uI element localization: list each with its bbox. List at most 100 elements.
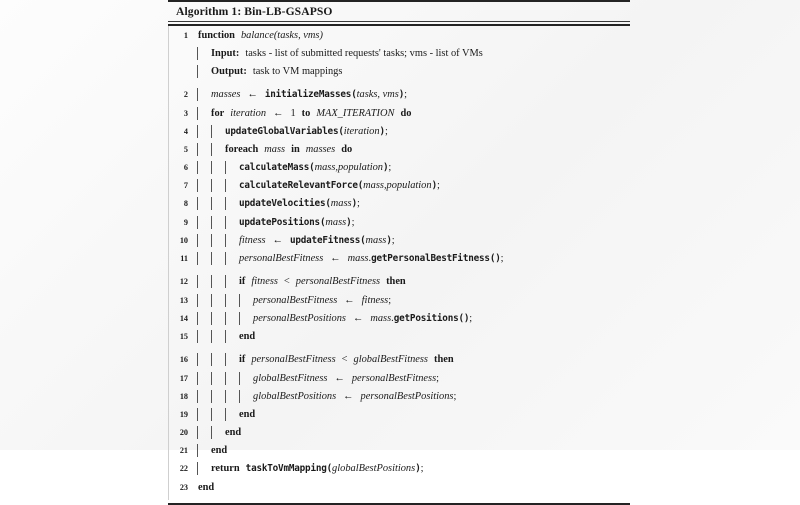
var-personalBestFitness: personalBestFitness xyxy=(351,372,437,384)
paren-close: ) xyxy=(383,162,389,174)
var-fitness: fitness xyxy=(361,294,389,306)
indent-guide xyxy=(197,407,198,421)
keyword-foreach: foreach xyxy=(225,143,259,155)
input-text: tasks - list of submitted requests' task… xyxy=(245,47,483,59)
algorithm-line: 3 for iteration ← 1 to MAX_ITERATION do xyxy=(168,106,630,126)
indent-guide xyxy=(225,311,226,325)
indent-guide xyxy=(239,293,240,307)
indent-guide xyxy=(197,371,198,385)
paren-open: ( xyxy=(360,234,366,246)
keyword-return: return xyxy=(211,463,240,475)
algorithm-line: 6 calculateMass(mass,population); xyxy=(168,161,630,180)
line-code: foreach mass in masses do xyxy=(194,142,630,156)
args-mass-population: mass,population xyxy=(363,180,432,192)
paren-close: ) xyxy=(398,89,405,101)
literal-one: 1 xyxy=(290,107,296,119)
indent-guide xyxy=(225,329,226,343)
semicolon: ; xyxy=(388,162,392,174)
line-number: 2 xyxy=(183,90,188,100)
keyword-do: do xyxy=(341,143,353,155)
semicolon: ; xyxy=(453,390,457,402)
keyword-end: end xyxy=(239,330,256,342)
line-code: personalBestFitness ← fitness; xyxy=(194,293,630,307)
var-personalBestFitness: personalBestFitness xyxy=(251,354,336,366)
indent-guide xyxy=(197,252,198,266)
indent-guide xyxy=(197,215,198,229)
algorithm-line: 8 updateVelocities(mass); xyxy=(168,197,630,216)
arg-mass: mass xyxy=(325,216,347,228)
indent-guide xyxy=(211,142,212,156)
algorithm-line: 7 calculateRelevantForce(mass,population… xyxy=(168,179,630,198)
semicolon: ; xyxy=(420,463,424,475)
arg-mass: mass xyxy=(365,234,387,246)
var-personalBestFitness: personalBestFitness xyxy=(295,276,381,288)
line-code: function balance(tasks, vms) xyxy=(194,30,630,41)
call-getPositions: getPositions() xyxy=(393,312,470,324)
assign-arrow: ← xyxy=(343,390,354,402)
indent-guide xyxy=(225,252,226,266)
line-number: 19 xyxy=(179,409,188,419)
semicolon: ; xyxy=(384,125,388,137)
line-code: calculateRelevantForce(mass,population); xyxy=(194,179,630,193)
line-number: 17 xyxy=(179,373,188,383)
line-code: end xyxy=(194,407,630,421)
top-rule xyxy=(168,0,630,2)
line-number: 18 xyxy=(179,391,188,401)
keyword-then: then xyxy=(433,354,454,366)
algorithm-line: 19 end xyxy=(168,407,630,427)
line-number: 23 xyxy=(179,482,188,492)
algorithm-line: 16 if personalBestFitness < globalBestFi… xyxy=(168,353,630,372)
indent-guide xyxy=(225,233,226,247)
var-masses: masses xyxy=(211,89,241,101)
indent-guide xyxy=(211,371,212,385)
indent-guide xyxy=(225,389,226,403)
line-number: 8 xyxy=(183,199,188,209)
indent-guide xyxy=(197,275,198,289)
line-number: 4 xyxy=(183,126,188,136)
indent-guide xyxy=(225,353,226,367)
keyword-then: then xyxy=(386,276,406,288)
line-code: masses ← initializeMasses(tasks, vms); xyxy=(194,88,630,102)
line-number: 13 xyxy=(179,295,188,305)
indent-guide xyxy=(197,444,198,458)
call-calculateRelevantForce: calculateRelevantForce xyxy=(239,180,358,192)
indent-guide xyxy=(197,124,198,138)
call-updateGlobalVariables: updateGlobalVariables xyxy=(225,125,339,137)
indent-guide xyxy=(225,179,226,193)
call-taskToVmMapping: taskToVmMapping xyxy=(245,463,327,475)
semicolon: ; xyxy=(436,372,440,384)
var-globalBestFitness: globalBestFitness xyxy=(353,354,428,366)
algorithm-line: 9 updatePositions(mass); xyxy=(168,215,630,235)
var-iteration: iteration xyxy=(230,107,267,119)
line-code: if personalBestFitness < globalBestFitne… xyxy=(194,353,630,367)
call-initializeMasses: initializeMasses xyxy=(264,89,352,101)
operator-lt: < xyxy=(283,276,290,288)
receiver-mass: mass xyxy=(347,253,369,265)
call-getPersonalBestFitness: getPersonalBestFitness() xyxy=(371,253,501,265)
paren-close: ) xyxy=(346,216,352,228)
line-code: end xyxy=(194,444,630,458)
paren-close: ) xyxy=(431,180,438,192)
keyword-for: for xyxy=(211,107,225,119)
var-personalBestFitness: personalBestFitness xyxy=(239,253,324,265)
semicolon: ; xyxy=(356,198,360,210)
line-code: globalBestFitness ← personalBestFitness; xyxy=(194,371,630,385)
algorithm-line: 17 globalBestFitness ← personalBestFitne… xyxy=(168,371,630,391)
indent-guide xyxy=(211,353,212,367)
algorithm-line: 20 end xyxy=(168,426,630,445)
line-number: 15 xyxy=(179,331,188,341)
algorithm-line: 14 personalBestPositions ← mass.getPosit… xyxy=(168,311,630,331)
indent-guide xyxy=(197,389,198,403)
algorithm-line: 22 return taskToVmMapping(globalBestPosi… xyxy=(168,462,630,481)
line-number: 16 xyxy=(179,355,188,365)
assign-arrow: ← xyxy=(352,312,364,324)
algorithm-line: 21 end xyxy=(168,444,630,463)
keyword-to: to xyxy=(301,107,311,119)
line-number: 6 xyxy=(183,163,188,173)
member-dot: . xyxy=(391,312,394,324)
algorithm-line: 1 function balance(tasks, vms) xyxy=(168,30,630,48)
algorithm-line: 23 end xyxy=(168,482,630,500)
const-max-iteration: MAX_ITERATION xyxy=(316,107,395,119)
algorithm-output-line: Output: task to VM mappings xyxy=(168,64,630,84)
var-mass: mass xyxy=(264,143,286,155)
